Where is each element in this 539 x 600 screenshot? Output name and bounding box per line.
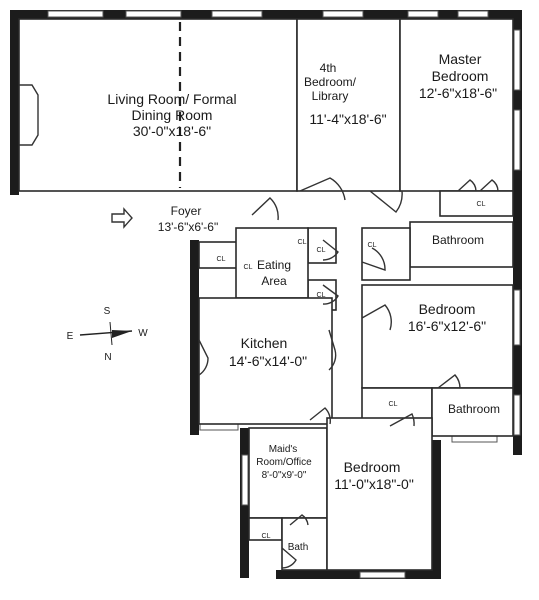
compass-west: W xyxy=(138,328,148,339)
closet-label-foyer: CL xyxy=(217,256,226,263)
room-labels: Living Room/ Formal Dining Room 30'-0"x1… xyxy=(107,51,500,553)
closet-label-upper: CL xyxy=(368,242,377,249)
bedroom-low-label: Bedroom xyxy=(344,459,401,475)
library-label-2: Bedroom/ xyxy=(304,75,357,89)
room-outlines xyxy=(18,18,514,571)
kitchen-dims: 14'-6"x14'-0" xyxy=(229,353,307,369)
bedroom-low-dims: 11'-0"x18"-0" xyxy=(334,476,414,492)
bedroom-mid-label: Bedroom xyxy=(419,301,476,317)
bedroom-mid-outline xyxy=(361,284,514,389)
kitchen-label: Kitchen xyxy=(241,335,288,351)
maids-room-dims: 8'-0"x9'-0" xyxy=(262,470,307,481)
bathroom-upper-outline xyxy=(409,221,514,268)
bedroom-low-outline xyxy=(326,417,433,571)
library-label-3: Library xyxy=(312,89,349,103)
bedroom-mid-dims: 16'-6"x12'-6" xyxy=(408,318,486,334)
master-bedroom-dims: 12'-6"x18'-6" xyxy=(419,85,497,101)
bathroom-upper-label: Bathroom xyxy=(432,233,484,247)
master-closet-outline xyxy=(439,190,514,217)
compass-south: S xyxy=(104,306,111,317)
compass-needle-icon xyxy=(112,330,132,338)
eating-area-label-1: Eating xyxy=(257,258,291,272)
bathroom-lower-label: Bathroom xyxy=(448,402,500,416)
foyer-closet-outline xyxy=(198,241,240,269)
living-room-outline xyxy=(18,18,298,192)
library-label-1: 4th xyxy=(320,61,337,75)
closet-label-eating-2: CL xyxy=(317,292,326,299)
foyer-label: Foyer xyxy=(171,204,202,218)
foyer-dims: 13'-6"x6'-6" xyxy=(158,220,218,234)
closet-label-maid: CL xyxy=(262,533,271,540)
living-room-label-2: Dining Room xyxy=(132,107,213,123)
bathroom-lower-outline xyxy=(431,387,514,437)
eating-area-label-2: Area xyxy=(261,274,287,288)
closet-labels: CL CL CL CL CL CL CL CL CL xyxy=(217,201,486,540)
maids-room-label-2: Room/Office xyxy=(256,457,312,468)
library-outline xyxy=(296,18,401,192)
master-bedroom-label-1: Master xyxy=(439,51,482,67)
maids-room-label-1: Maid's xyxy=(269,444,298,455)
bath-label: Bath xyxy=(288,542,309,553)
compass-east: E xyxy=(67,331,74,342)
windows xyxy=(47,10,521,579)
maids-room-outline xyxy=(248,427,328,519)
bath-outline xyxy=(281,517,328,571)
closet-label-eating-side: CL xyxy=(298,239,307,246)
master-bedroom-outline xyxy=(399,18,514,192)
living-room-dims: 30'-0"x18'-6" xyxy=(133,123,211,139)
closet-label-master: CL xyxy=(477,201,486,208)
eating-closet-1-outline xyxy=(307,227,337,264)
eating-area-outline xyxy=(235,227,309,299)
library-dims: 11'-4"x18'-6" xyxy=(309,111,386,127)
closet-upper-outline xyxy=(361,227,411,281)
closet-label-eating: CL xyxy=(244,264,253,271)
closet-label-lower: CL xyxy=(389,401,398,408)
fireplace xyxy=(19,84,39,146)
door-swings xyxy=(198,177,499,569)
entry-arrow-icon xyxy=(111,207,133,229)
closet-label-eating-1: CL xyxy=(317,247,326,254)
compass-north: N xyxy=(104,352,111,363)
living-room-label-1: Living Room/ Formal xyxy=(107,91,236,107)
master-bedroom-label-2: Bedroom xyxy=(432,68,489,84)
kitchen-outline xyxy=(198,297,333,425)
compass: S E W N xyxy=(67,306,149,363)
